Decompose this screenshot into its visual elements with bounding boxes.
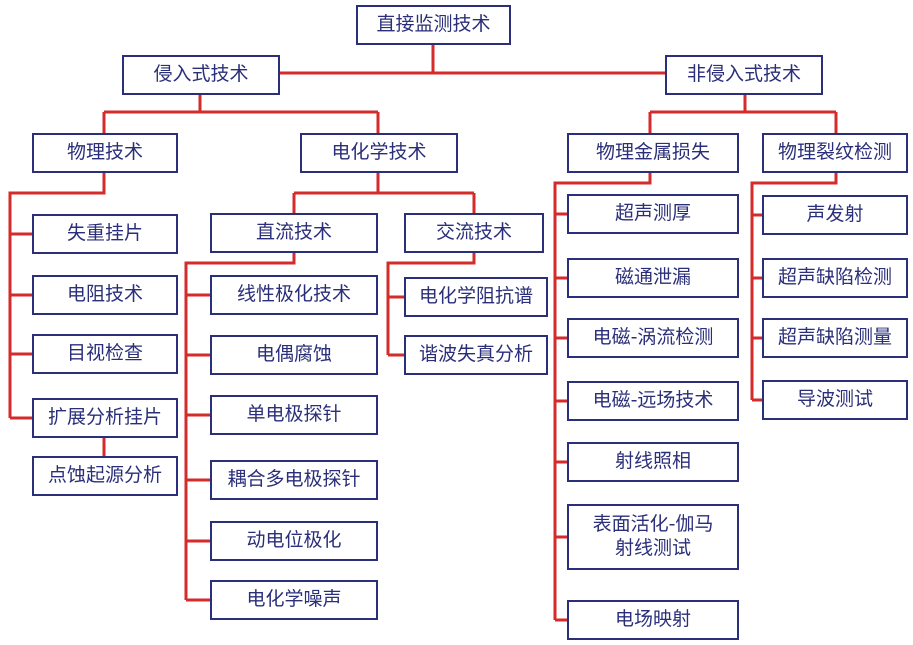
node-ec-noise: 电化学噪声: [210, 580, 378, 620]
node-eis: 电化学阻抗谱: [404, 277, 548, 317]
node-eddy: 电磁-涡流检测: [567, 318, 739, 358]
node-electrochem: 电化学技术: [300, 133, 458, 173]
connector-metal-loss: [553, 173, 652, 622]
node-weight-loss-coupon: 失重挂片: [32, 214, 178, 254]
node-radiography: 射线照相: [567, 442, 739, 482]
node-ext-analysis-coupon: 扩展分析挂片: [32, 398, 178, 438]
node-potentiodynamic: 动电位极化: [210, 521, 378, 561]
node-coupled-probe: 耦合多电极探针: [210, 460, 378, 500]
node-field-mapping: 电场映射: [567, 600, 739, 640]
node-single-probe: 单电极探针: [210, 395, 378, 435]
node-root: 直接监测技术: [356, 5, 511, 45]
node-visual: 目视检查: [32, 334, 178, 374]
node-guided-wave: 导波测试: [762, 380, 908, 420]
node-invasive: 侵入式技术: [122, 55, 280, 95]
node-gamma: 表面活化-伽马 射线测试: [567, 504, 739, 570]
node-pitting-origin: 点蚀起源分析: [32, 456, 178, 496]
node-galvanic: 电偶腐蚀: [210, 335, 378, 375]
connector-physical: [8, 173, 106, 420]
connector-noninvasive: [648, 95, 838, 133]
node-ac: 交流技术: [404, 213, 544, 253]
connector-crack: [750, 173, 838, 402]
node-lpr: 线性极化技术: [210, 275, 378, 315]
connector-ac: [386, 253, 476, 357]
node-metal-loss: 物理金属损失: [567, 133, 739, 173]
node-mfl: 磁通泄漏: [567, 258, 739, 298]
node-resistance: 电阻技术: [32, 275, 178, 315]
node-acoustic-emission: 声发射: [762, 195, 908, 235]
connector-dc: [184, 253, 296, 602]
connector-root: [280, 45, 665, 75]
node-ut-flaw-measure: 超声缺陷测量: [762, 318, 908, 358]
node-crack-detect: 物理裂纹检测: [762, 133, 908, 173]
connector-electrochem: [292, 173, 476, 213]
node-ut-flaw-detect: 超声缺陷检测: [762, 258, 908, 298]
node-ut-thickness: 超声测厚: [567, 194, 739, 234]
node-harmonic: 谐波失真分析: [404, 335, 548, 375]
node-dc: 直流技术: [210, 213, 378, 253]
node-noninvasive: 非侵入式技术: [665, 55, 823, 95]
node-physical: 物理技术: [32, 133, 178, 173]
node-remote-field: 电磁-远场技术: [567, 381, 739, 421]
connector-invasive: [102, 95, 380, 133]
